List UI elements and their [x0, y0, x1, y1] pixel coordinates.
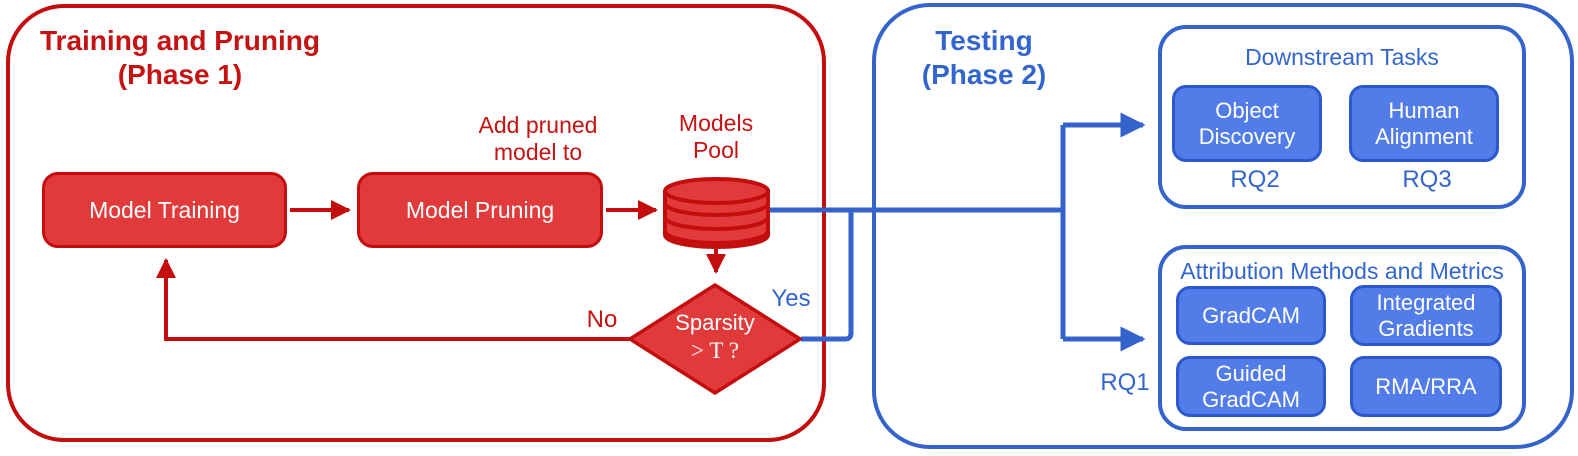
- phase1-title-line2: (Phase 1): [117, 59, 243, 90]
- human-alignment-node: Human Alignment: [1349, 85, 1499, 162]
- phase1-title-line1: Training and Pruning: [40, 25, 320, 56]
- model-pruning-label: Model Pruning: [405, 197, 555, 223]
- downstream-tasks-panel: Downstream Tasks Object Discovery Human …: [1158, 25, 1526, 209]
- guided-gradcam-node: Guided GradCAM: [1176, 356, 1326, 417]
- integrated-gradients-node: Integrated Gradients: [1350, 285, 1502, 346]
- yes-label: Yes: [771, 285, 811, 312]
- rma-rra-label: RMA/RRA: [1375, 373, 1477, 399]
- gradcam-label: GradCAM: [1202, 302, 1300, 328]
- no-label: No: [586, 306, 618, 333]
- human-alignment-label: Human Alignment: [1375, 97, 1473, 149]
- add-pruned-caption: Add pruned model to: [448, 112, 628, 166]
- models-pool-line2: Pool: [692, 137, 740, 163]
- rq2-label: RQ2: [1230, 166, 1280, 193]
- attribution-panel: Attribution Methods and Metrics GradCAM …: [1158, 245, 1526, 431]
- phase1-title: Training and Pruning (Phase 1): [30, 24, 330, 92]
- models-pool-line1: Models: [678, 110, 754, 136]
- decision-line2: > T ?: [691, 338, 739, 363]
- integrated-gradients-label: Integrated Gradients: [1376, 289, 1476, 341]
- phase2-title-line2: (Phase 2): [921, 59, 1047, 90]
- decision-line1: Sparsity: [675, 310, 755, 335]
- attribution-title: Attribution Methods and Metrics: [1180, 258, 1504, 284]
- gradcam-node: GradCAM: [1176, 286, 1326, 345]
- object-discovery-node: Object Discovery: [1172, 85, 1322, 162]
- rma-rra-node: RMA/RRA: [1350, 356, 1502, 417]
- model-training-node: Model Training: [42, 172, 287, 248]
- sparsity-decision-label: Sparsity > T ?: [635, 309, 795, 365]
- model-training-label: Model Training: [89, 197, 240, 223]
- guided-gradcam-label: Guided GradCAM: [1202, 360, 1300, 412]
- add-pruned-line2: model to: [493, 139, 583, 165]
- downstream-tasks-title: Downstream Tasks: [1245, 44, 1439, 70]
- phase2-title: Testing (Phase 2): [859, 24, 1109, 92]
- rq1-label: RQ1: [1100, 369, 1150, 396]
- phase2-container: [872, 3, 1574, 449]
- object-discovery-label: Object Discovery: [1198, 97, 1296, 149]
- phase2-title-line1: Testing: [935, 25, 1033, 56]
- rq3-label: RQ3: [1402, 166, 1452, 193]
- add-pruned-line1: Add pruned: [478, 112, 598, 138]
- model-pruning-node: Model Pruning: [357, 172, 603, 248]
- models-pool-caption: Models Pool: [656, 110, 776, 164]
